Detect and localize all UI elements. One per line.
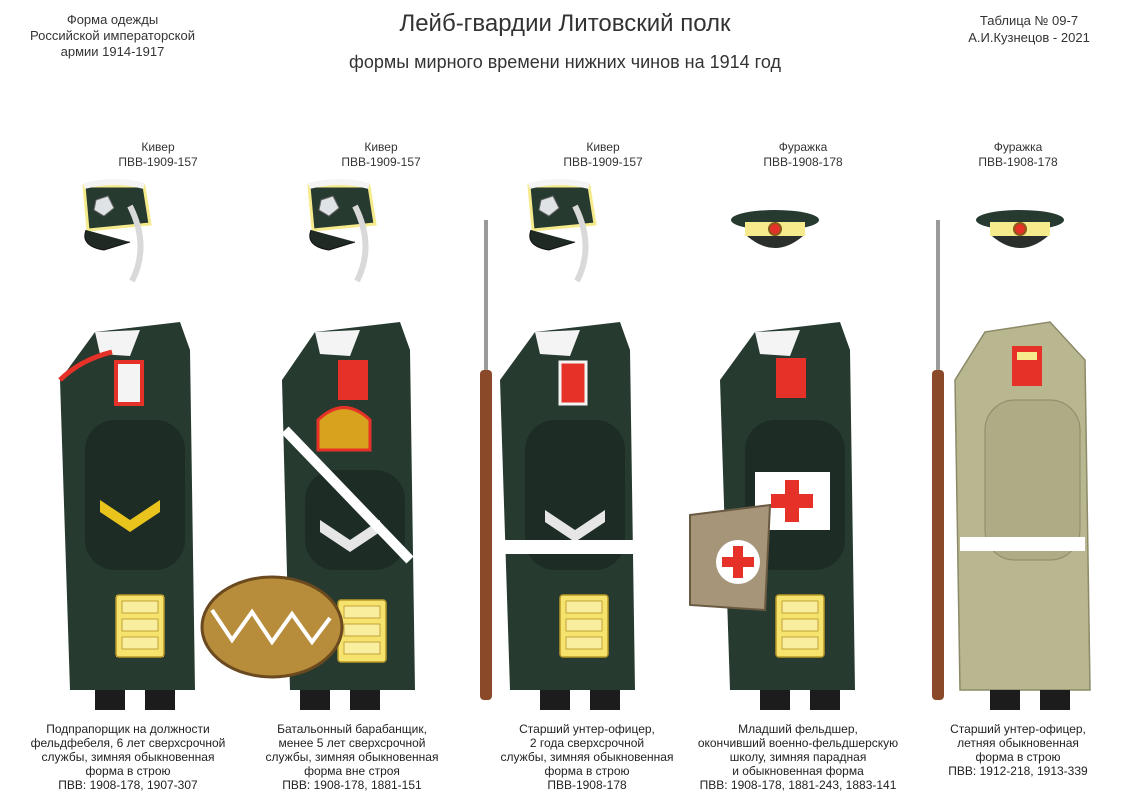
- headgear-label-4: Фуражка ПВВ-1908-178: [713, 140, 893, 170]
- caption-line: ПВВ: 1908-178, 1881-151: [282, 778, 422, 792]
- figure-nco-summer: [932, 209, 1091, 710]
- series-title-line: армии 1914-1917: [60, 44, 165, 59]
- headgear-type: Фуражка: [778, 140, 828, 154]
- caption-line: летняя обыкновенная: [957, 736, 1079, 750]
- caption-figure-3: Старший унтер-офицер, 2 года сверхсрочно…: [482, 722, 692, 792]
- caption-line: ПВВ: 1908-178, 1881-243, 1883-141: [699, 778, 897, 792]
- series-title-line: Форма одежды: [66, 12, 159, 27]
- figure-sub-ensign: [58, 182, 195, 710]
- caption-figure-1: Подпрапорщик на должности фельдфебеля, 6…: [23, 722, 233, 792]
- caption-line: Старший унтер-офицер,: [519, 722, 655, 736]
- caption-line: форма в строю: [975, 750, 1061, 764]
- headgear-code: ПВВ-1909-157: [341, 155, 421, 169]
- caption-line: ПВВ: 1908-178, 1907-307: [58, 778, 198, 792]
- caption-line: фельдфебеля, 6 лет сверхсрочной: [30, 736, 226, 750]
- table-number: Таблица № 09-7: [979, 13, 1079, 28]
- caption-line: окончивший военно-фельдшерскую: [697, 736, 899, 750]
- caption-line: 2 года сверхсрочной: [529, 736, 645, 750]
- figure-drummer: [200, 182, 415, 710]
- headgear-label-5: Фуражка ПВВ-1908-178: [928, 140, 1108, 170]
- caption-figure-4: Младший фельдшер, окончивший военно-фель…: [693, 722, 903, 792]
- figure-senior-nco: [480, 182, 645, 710]
- caption-line: форма в строю: [544, 764, 630, 778]
- headgear-label-1: Кивер ПВВ-1909-157: [68, 140, 248, 170]
- caption-line: службы, зимняя обыкновенная: [41, 750, 215, 764]
- caption-line: менее 5 лет сверхсрочной: [278, 736, 426, 750]
- caption-line: службы, зимняя обыкновенная: [500, 750, 674, 764]
- headgear-type: Кивер: [586, 140, 620, 154]
- caption-line: службы, зимняя обыкновенная: [265, 750, 439, 764]
- caption-line: Подпрапорщик на должности: [46, 722, 210, 736]
- caption-line: форма вне строя: [304, 764, 400, 778]
- table-info: Таблица № 09-7 А.И.Кузнецов - 2021: [949, 12, 1109, 46]
- page-title: Лейб-гвардии Литовский полк: [399, 10, 731, 37]
- caption-line: Младший фельдшер,: [738, 722, 858, 736]
- headgear-code: ПВВ-1908-178: [978, 155, 1058, 169]
- caption-line: и обыкновенная форма: [732, 764, 864, 778]
- page-subtitle: формы мирного времени нижних чинов на 19…: [349, 52, 781, 72]
- headgear-code: ПВВ-1909-157: [563, 155, 643, 169]
- caption-line: школу, зимняя парадная: [729, 750, 867, 764]
- caption-line: Старший унтер-офицер,: [950, 722, 1086, 736]
- headgear-type: Кивер: [141, 140, 175, 154]
- headgear-label-3: Кивер ПВВ-1909-157: [513, 140, 693, 170]
- caption-figure-2: Батальонный барабанщик, менее 5 лет свер…: [247, 722, 457, 792]
- series-title-line: Российской императорской: [29, 28, 196, 43]
- caption-line: ПВВ: 1912-218, 1913-339: [948, 764, 1088, 778]
- headgear-label-2: Кивер ПВВ-1909-157: [291, 140, 471, 170]
- figure-medic: [689, 209, 855, 710]
- caption-line: Батальонный барабанщик,: [277, 722, 427, 736]
- caption-line: ПВВ-1908-178: [547, 778, 627, 792]
- headgear-type: Фуражка: [993, 140, 1043, 154]
- headgear-code: ПВВ-1909-157: [118, 155, 198, 169]
- caption-line: форма в строю: [85, 764, 171, 778]
- headgear-code: ПВВ-1908-178: [763, 155, 843, 169]
- author-year: А.И.Кузнецов - 2021: [968, 30, 1090, 45]
- headgear-type: Кивер: [364, 140, 398, 154]
- caption-figure-5: Старший унтер-офицер, летняя обыкновенна…: [913, 722, 1123, 778]
- series-title: Форма одежды Российской императорской ар…: [20, 12, 205, 60]
